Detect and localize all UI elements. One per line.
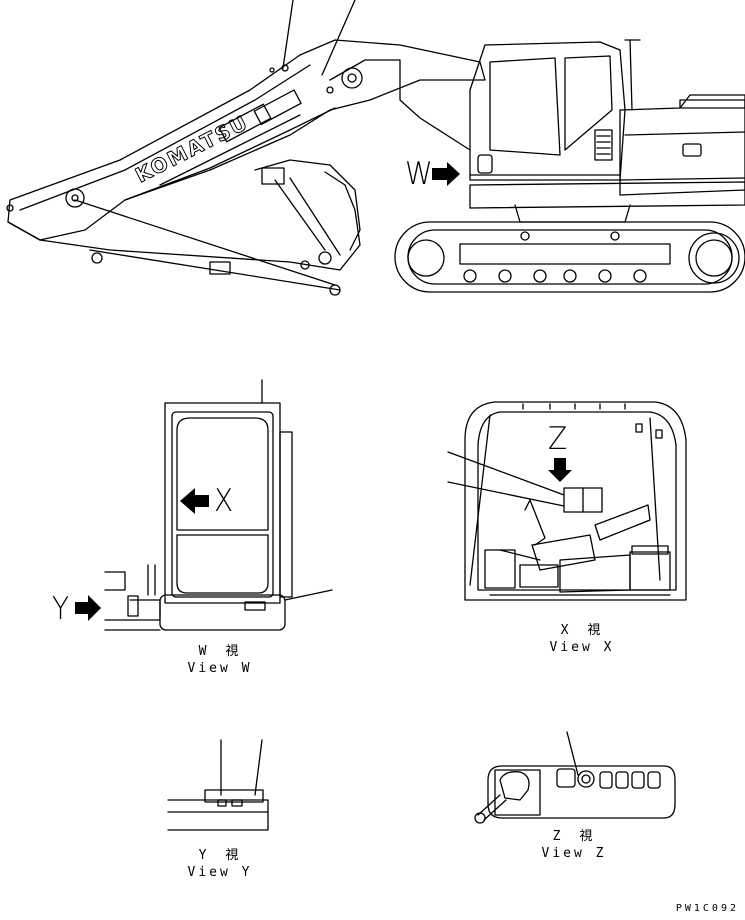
excavator-side-view: KOMATSU bbox=[6, 0, 745, 296]
view-y-arrow-icon bbox=[75, 595, 101, 621]
caption-view-w: View W bbox=[187, 661, 253, 676]
view-w-arrow-icon bbox=[432, 162, 460, 186]
caption-view-y-jp: Y 視 bbox=[198, 848, 242, 863]
arrow-label-y: Y bbox=[52, 590, 70, 627]
arrow-label-w: W bbox=[405, 155, 433, 192]
view-x-drawing bbox=[447, 401, 687, 601]
view-y-drawing bbox=[167, 739, 269, 831]
arrow-label-x: X bbox=[214, 482, 234, 519]
caption-view-w-jp: W 視 bbox=[198, 644, 242, 659]
cab-outline bbox=[469, 41, 626, 181]
caption-view-x-jp: X 視 bbox=[560, 623, 604, 638]
arrow-label-z: Z bbox=[548, 420, 568, 457]
caption-view-x: View X bbox=[549, 640, 615, 655]
caption-view-y: View Y bbox=[187, 865, 253, 880]
view-w-drawing bbox=[104, 379, 333, 631]
view-z-drawing bbox=[474, 731, 676, 824]
track bbox=[394, 221, 745, 293]
view-x-arrow-icon bbox=[180, 488, 209, 514]
view-z-arrow-icon bbox=[548, 458, 572, 482]
drawing-code: PW1C092 bbox=[675, 903, 739, 914]
caption-view-z-jp: Z 視 bbox=[552, 829, 596, 844]
caption-view-z: View Z bbox=[541, 846, 607, 861]
